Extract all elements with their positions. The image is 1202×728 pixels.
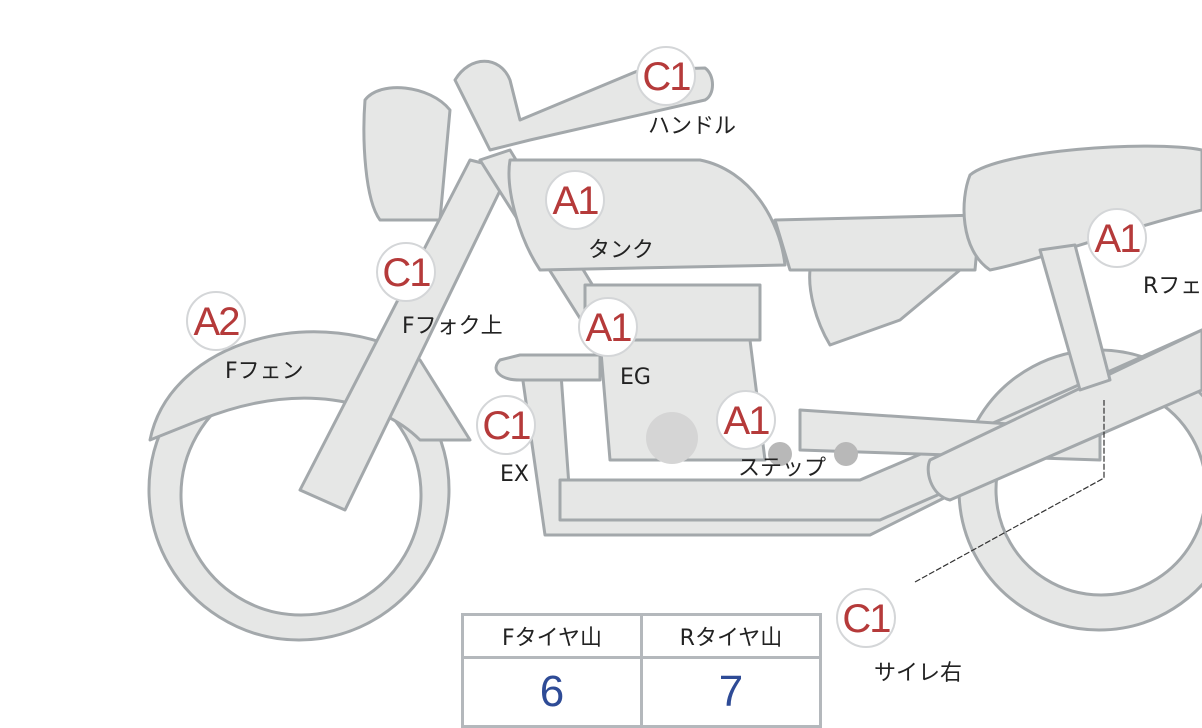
rear-tire-header: Rタイヤ山 (640, 613, 822, 659)
headlight (362, 86, 452, 222)
front-tire-value: 6 (461, 656, 643, 728)
part-label: タンク (588, 238, 655, 263)
part-label: Fフェン (225, 359, 304, 384)
part-label: EX (500, 462, 529, 487)
tire-tread-table: Fタイヤ山 Rタイヤ山 6 7 (461, 613, 822, 728)
grade-badge: A2 (186, 291, 246, 351)
grade-badge: C1 (836, 588, 896, 648)
rear-shock (1038, 243, 1112, 392)
muffler-leader-line (914, 400, 1105, 583)
grade-badge: C1 (376, 242, 436, 302)
grade-badge: A1 (578, 297, 638, 357)
front-tire-header: Fタイヤ山 (461, 613, 643, 659)
grade-badge: C1 (476, 395, 536, 455)
part-label: Rフェ (1143, 274, 1202, 299)
part-label: サイレ右 (874, 661, 963, 686)
step-peg-left (768, 442, 792, 466)
engine-cover (646, 412, 698, 464)
exhaust-pipe (494, 353, 602, 382)
grade-badge: A1 (716, 390, 776, 450)
step-peg-right (834, 442, 858, 466)
rear-tire-value: 7 (640, 656, 822, 728)
grade-badge: A1 (545, 170, 605, 230)
part-label: EG (620, 365, 651, 390)
part-label: ステップ (738, 456, 827, 481)
seat-front (773, 213, 982, 272)
grade-badge: A1 (1087, 208, 1147, 268)
side-cover (808, 268, 962, 347)
grade-badge: C1 (636, 46, 696, 106)
part-label: Fフォク上 (402, 314, 503, 339)
seat (962, 144, 1202, 272)
muffler (926, 328, 1202, 502)
part-label: ハンドル (648, 114, 737, 139)
